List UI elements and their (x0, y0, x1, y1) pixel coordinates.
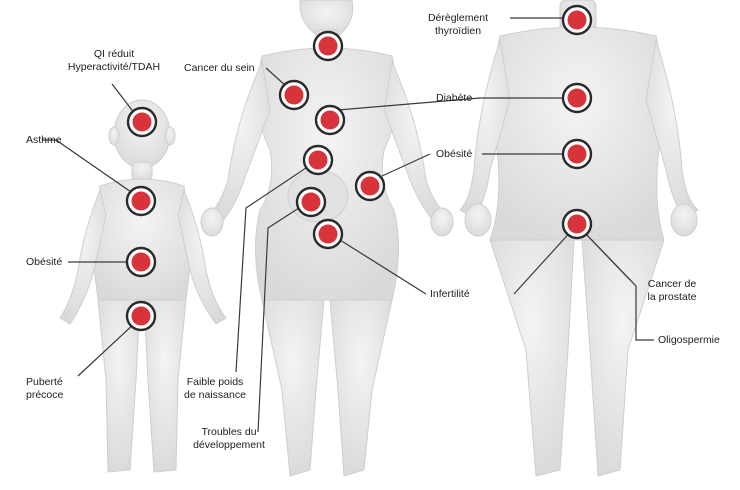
marker-asthme (125, 185, 157, 217)
leader-oligo (585, 233, 654, 341)
leader-faible-poids (235, 167, 307, 373)
woman-figure (200, 0, 454, 477)
marker-thyroide-homme (561, 4, 593, 36)
marker-layer (125, 4, 593, 332)
marker-uterus (302, 144, 334, 176)
label-puberte: Puberté précoce (26, 376, 64, 401)
marker-thyroide-femme (312, 30, 344, 62)
label-faible-poids: Faible poids de naissance (184, 376, 246, 401)
leader-asthme (42, 139, 135, 195)
marker-puberte (125, 300, 157, 332)
marker-ovaires (312, 218, 344, 250)
leader-puberte (77, 321, 137, 377)
leader-infertilite-w (339, 239, 427, 295)
label-oligospermie: Oligospermie (658, 334, 720, 346)
marker-obesite-homme (561, 138, 593, 170)
marker-sein (278, 79, 310, 111)
marker-obesite-femme (354, 170, 386, 202)
leader-infertilite-m (513, 227, 575, 295)
leader-cancer-sein (265, 67, 287, 87)
label-obesite: Obésité (436, 148, 473, 160)
label-infertilite: Infertilité (430, 288, 470, 300)
man-figure (459, 0, 699, 477)
marker-diabete-homme (561, 82, 593, 114)
label-obesite-enfant: Obésité (26, 256, 63, 268)
child-figure (59, 99, 227, 473)
leader-obesite (381, 153, 431, 177)
label-troubles: Troubles du développement (193, 426, 265, 451)
leader-lines (42, 17, 654, 433)
marker-prostate (561, 208, 593, 240)
label-diabete: Diabète (436, 92, 473, 104)
marker-qi (126, 106, 158, 138)
marker-foetus (295, 186, 327, 218)
leader-troubles (257, 205, 303, 433)
label-cancer-sein: Cancer du sein (184, 62, 255, 74)
label-asthme: Asthme (26, 134, 62, 146)
marker-obesite-enfant (125, 246, 157, 278)
marker-diabete-femme (314, 104, 346, 136)
label-dereglement: Dérèglement thyroïdien (427, 12, 489, 37)
leader-diabete (337, 97, 481, 111)
label-cancer-prostate: Cancer de la prostate (647, 278, 697, 303)
label-qi: QI réduit Hyperactivité/TDAH (67, 48, 161, 73)
